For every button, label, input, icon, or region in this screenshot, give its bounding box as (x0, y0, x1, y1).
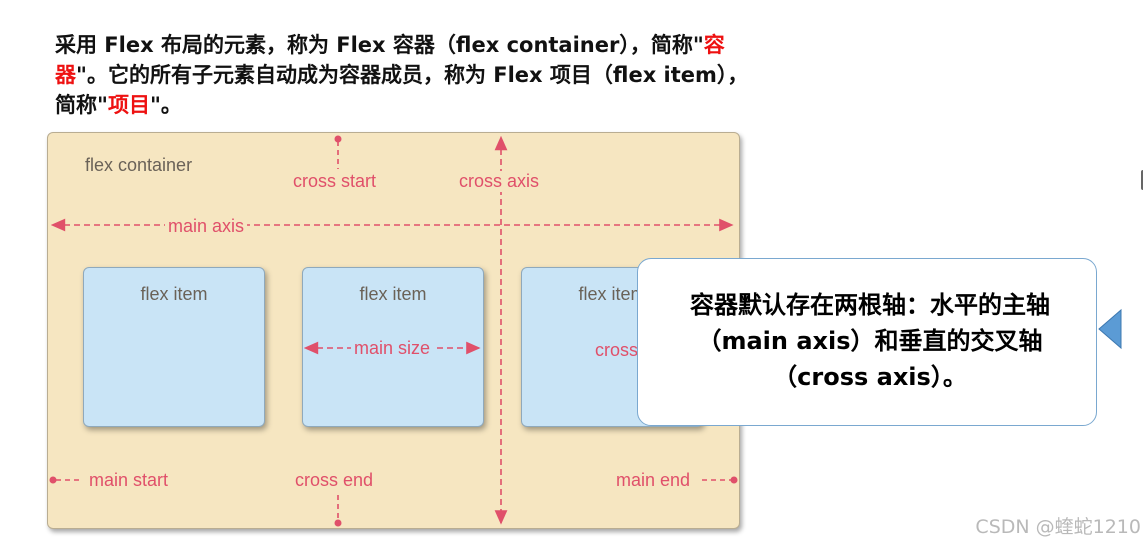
scroll-edge-mark (1141, 170, 1147, 190)
main-axis-label: main axis (165, 216, 248, 237)
flex-item-label: flex item (578, 284, 646, 304)
callout-box: 容器默认存在两根轴：水平的主轴（main axis）和垂直的交叉轴（cross … (637, 258, 1097, 426)
intro-paragraph: 采用 Flex 布局的元素，称为 Flex 容器（flex container）… (55, 30, 755, 120)
intro-highlight-item: 项目 (107, 93, 150, 117)
callout-text: 容器默认存在两根轴：水平的主轴（main axis）和垂直的交叉轴（cross … (690, 291, 1050, 391)
flex-item-label: flex item (359, 284, 427, 304)
intro-text-1: 采用 Flex 布局的元素，称为 Flex 容器（flex container）… (55, 33, 704, 57)
main-start-dot (49, 476, 57, 484)
intro-text-3: "。 (149, 93, 182, 117)
watermark: CSDN @蝰蛇1210 (975, 516, 1141, 538)
flex-container-diagram: flex container cross start cross axis ma… (47, 132, 740, 529)
cross-end-label: cross end (292, 470, 377, 491)
main-end-dot (730, 476, 738, 484)
cross-start-dot (334, 135, 342, 143)
cross-size-label: cross (595, 340, 639, 360)
main-start-label: main start (86, 470, 172, 491)
flex-item-2: flex item main size (302, 267, 484, 427)
flex-item-label: flex item (140, 284, 208, 304)
triangle-pointer-icon (1098, 308, 1122, 350)
main-size-label: main size (351, 338, 434, 359)
main-end-label: main end (613, 470, 694, 491)
cross-axis-label: cross axis (456, 171, 543, 192)
cross-end-dot (334, 519, 342, 527)
flex-item-1: flex item (83, 267, 265, 427)
intro-text-2: "。它的所有子元素自动成为容器成员，称为 Flex 项目（flex item），… (55, 63, 749, 117)
container-label: flex container (85, 155, 193, 175)
intro-highlight-container: 容器 (55, 33, 725, 87)
cross-start-label: cross start (290, 171, 380, 192)
